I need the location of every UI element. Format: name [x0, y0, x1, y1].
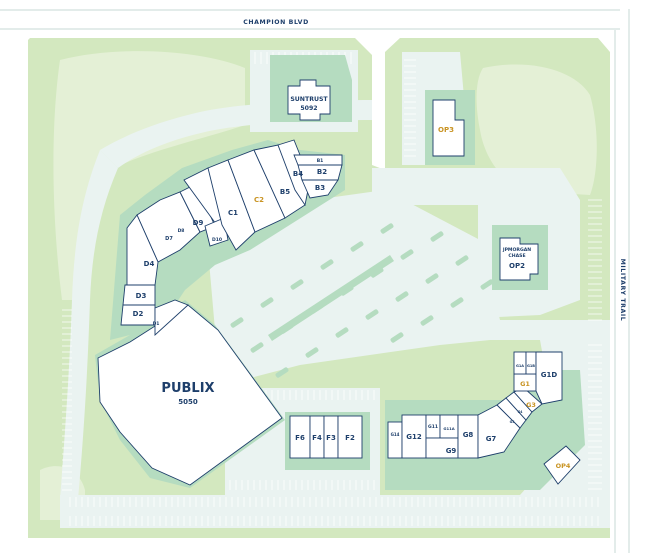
- parking-island: [260, 297, 274, 308]
- label-op2: OP2: [509, 262, 525, 270]
- chase-label-line2: CHASE: [508, 253, 525, 259]
- label-b1: B1: [317, 158, 324, 164]
- parking-island: [395, 291, 409, 302]
- label-g11: G11: [428, 424, 438, 430]
- parking-island: [320, 259, 334, 270]
- label-g1d: G1D: [541, 371, 558, 379]
- label-c1: C1: [228, 209, 238, 217]
- parking-island: [480, 279, 494, 290]
- label-op4: OP4: [556, 462, 571, 470]
- parking-island: [455, 255, 469, 266]
- label-g1: G1: [520, 380, 530, 388]
- label-d1: D1: [153, 321, 160, 327]
- label-g9: G9: [446, 447, 457, 455]
- label-d7: D7: [165, 236, 173, 242]
- label-g1b: G1B: [527, 364, 535, 368]
- label-d3: D3: [136, 292, 147, 300]
- label-b2: B2: [317, 168, 327, 176]
- label-g5: G5: [510, 420, 515, 424]
- unit-g1b[interactable]: [525, 351, 537, 375]
- parking-island: [350, 241, 364, 252]
- label-d4: D4: [144, 260, 155, 268]
- parking-island: [230, 317, 244, 328]
- unit-d1[interactable]: [154, 299, 189, 337]
- label-g1a: G1A: [516, 364, 524, 368]
- unit-f2[interactable]: [337, 415, 363, 459]
- parking-island: [380, 223, 394, 234]
- unit-g12[interactable]: [401, 414, 427, 459]
- parking-island: [430, 231, 444, 242]
- label-g3: G3: [526, 401, 536, 409]
- unit-g1d[interactable]: [535, 351, 563, 405]
- road-edge-north: [0, 9, 620, 11]
- unit-g14[interactable]: [387, 421, 403, 459]
- unit-d4[interactable]: [126, 214, 159, 286]
- label-g8: G8: [463, 431, 474, 439]
- label-g11a: G11A: [443, 426, 454, 431]
- parking-island: [250, 342, 264, 353]
- parking-island: [425, 273, 439, 284]
- label-g7: G7: [486, 435, 497, 443]
- chase-building[interactable]: [499, 237, 539, 281]
- parking-island: [335, 327, 349, 338]
- unit-c1[interactable]: [207, 159, 256, 251]
- label-c2: C2: [254, 196, 264, 204]
- parking-island: [420, 315, 434, 326]
- parking-island: [305, 347, 319, 358]
- label-g12: G12: [406, 433, 422, 441]
- label-g14: G14: [391, 432, 400, 437]
- drive-aisle-west: [60, 150, 118, 500]
- label-f2: F2: [345, 434, 355, 442]
- grass-area-northeast: [476, 64, 597, 196]
- label-f6: F6: [295, 434, 305, 442]
- road-edge-east-inner: [614, 30, 616, 553]
- label-d10: D10: [212, 237, 222, 243]
- road-label-champion-blvd: CHAMPION BLVD: [243, 19, 309, 26]
- parking-island: [275, 367, 289, 378]
- parking-island-spine: [268, 255, 394, 341]
- label-g4: G4: [518, 410, 524, 414]
- label-op3: OP3: [438, 126, 454, 134]
- road-label-military-trail: MILITARY TRAIL: [619, 259, 626, 322]
- op4-building[interactable]: [543, 445, 581, 485]
- publix-label: PUBLIX: [161, 381, 214, 396]
- label-b5: B5: [280, 188, 290, 196]
- label-d2: D2: [133, 310, 144, 318]
- drive-aisle-east: [372, 320, 610, 340]
- label-f4: F4: [312, 434, 322, 442]
- unit-g1a[interactable]: [513, 351, 527, 375]
- label-f3: F3: [326, 434, 336, 442]
- drive-aisle-south: [60, 495, 610, 528]
- suntrust-number: 5092: [300, 105, 317, 112]
- road-edge-east: [628, 9, 630, 553]
- parking-island: [365, 309, 379, 320]
- label-b3: B3: [315, 184, 325, 192]
- label-d9: D9: [193, 219, 204, 227]
- parking-stalls: [62, 52, 602, 526]
- parking-island: [450, 297, 464, 308]
- parking-island: [390, 332, 404, 343]
- op3-building[interactable]: [432, 99, 465, 157]
- unit-g7[interactable]: [477, 404, 521, 459]
- label-d8: D8: [178, 228, 185, 234]
- suntrust-label: SUNTRUST: [290, 96, 328, 103]
- publix-number: 5050: [178, 398, 198, 406]
- parking-islands: [230, 223, 494, 378]
- parking-island: [400, 249, 414, 260]
- road-edge-north-inner: [0, 28, 620, 30]
- label-b4: B4: [293, 170, 303, 178]
- suntrust-building[interactable]: [287, 79, 331, 121]
- unit-b3[interactable]: [301, 179, 339, 199]
- chase-label-line1: JPMORGAN: [502, 247, 531, 253]
- parking-island: [290, 279, 304, 290]
